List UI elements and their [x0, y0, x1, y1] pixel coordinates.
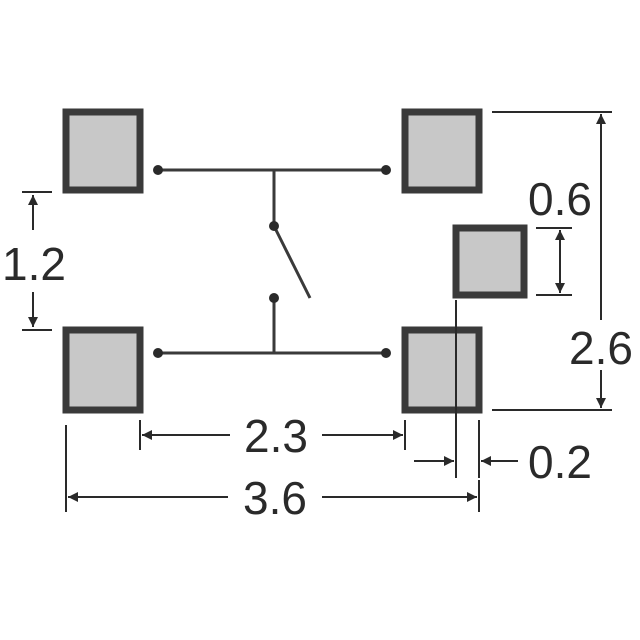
dim-gap: 0.2	[414, 300, 592, 488]
label-overall-height: 2.6	[569, 322, 633, 374]
label-gap: 0.2	[528, 436, 592, 488]
label-inner-width: 2.3	[244, 410, 308, 462]
dim-overall-height: 2.6	[492, 111, 633, 411]
label-overall-width: 3.6	[243, 472, 307, 524]
pad-small	[452, 224, 528, 299]
dim-overall-width: 3.6	[65, 425, 480, 524]
label-pad-width: 0.6	[528, 173, 592, 225]
dim-pad-width: 0.6	[528, 173, 592, 296]
dim-pitch-vertical: 1.2	[2, 191, 66, 331]
dim-inner-width: 2.3	[139, 410, 406, 462]
pad-top-right	[401, 108, 483, 194]
pad-top-left	[62, 108, 144, 194]
pad-bottom-right	[401, 326, 483, 414]
label-pitch-vertical: 1.2	[2, 238, 66, 290]
pad-bottom-left	[62, 326, 144, 414]
switch-symbol	[153, 165, 391, 358]
